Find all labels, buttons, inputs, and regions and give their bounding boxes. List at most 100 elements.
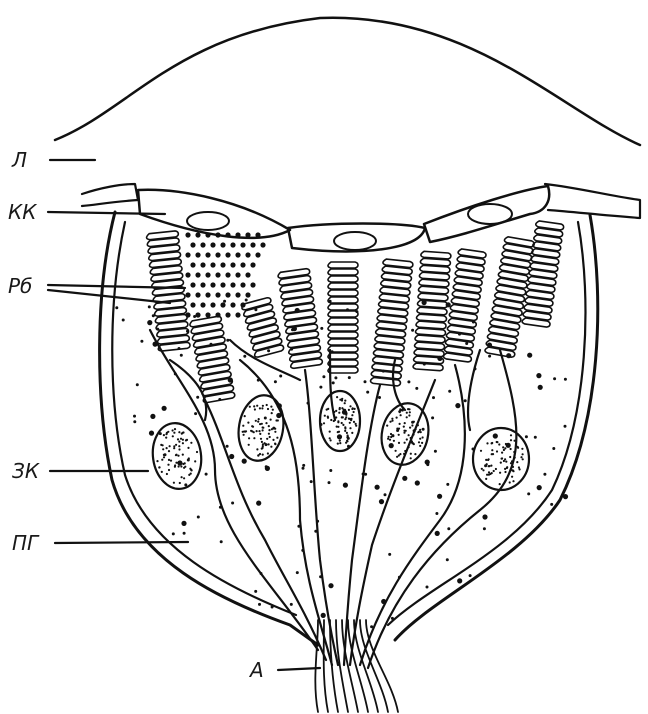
pigment-granule — [434, 450, 437, 453]
rhabdom-dot — [255, 252, 260, 257]
chromatin-dot — [486, 442, 488, 444]
rhabdom-dot — [225, 272, 230, 277]
chromatin-dot — [161, 459, 163, 461]
chromatin-dot — [172, 435, 174, 437]
pigment-granule — [321, 613, 326, 618]
chromatin-dot — [414, 430, 416, 432]
rhabdom-dot — [230, 282, 235, 287]
chromatin-dot — [414, 453, 416, 455]
chromatin-dot — [242, 425, 244, 427]
chromatin-dot — [399, 408, 401, 410]
pigment-granule — [290, 603, 293, 606]
rhabdom-dot — [205, 272, 210, 277]
chromatin-dot — [272, 409, 274, 411]
chromatin-dot — [259, 423, 261, 425]
chromatin-dot — [170, 460, 172, 462]
chromatin-dot — [173, 482, 175, 484]
rhabdom-dot — [185, 292, 190, 297]
pigment-granule — [220, 540, 223, 543]
rhabdom-dot — [225, 232, 230, 237]
pigment-granule — [465, 342, 468, 345]
chromatin-dot — [330, 419, 332, 421]
chromatin-dot — [349, 427, 351, 429]
chromatin-dot — [522, 453, 524, 455]
visual-cell-outline — [360, 365, 465, 665]
pigment-granule — [469, 574, 472, 577]
chromatin-dot — [505, 461, 507, 463]
pigment-granule — [178, 347, 181, 350]
chromatin-dot — [267, 452, 269, 454]
pigment-granule — [265, 466, 270, 471]
chromatin-dot — [348, 409, 350, 411]
pigment-granule — [314, 530, 317, 533]
chromatin-dot — [168, 469, 170, 471]
chromatin-dot — [403, 453, 405, 455]
chromatin-dot — [347, 434, 349, 436]
pigment-granule — [432, 396, 435, 399]
pigment-granule — [378, 396, 381, 399]
rhabdom-dot — [250, 242, 255, 247]
chromatin-dot — [337, 443, 339, 445]
visual-cell-outline — [368, 350, 516, 668]
chromatin-dot — [262, 447, 264, 449]
chromatin-dot — [173, 432, 175, 434]
pigment-granule — [364, 380, 367, 383]
chromatin-dot — [519, 468, 521, 470]
chromatin-dot — [179, 482, 181, 484]
chromatin-dot — [390, 436, 392, 438]
chromatin-dot — [491, 449, 493, 451]
chromatin-dot — [188, 457, 190, 459]
chromatin-dot — [248, 444, 250, 446]
chromatin-dot — [489, 473, 491, 475]
chromatin-dot — [163, 434, 165, 436]
rhabdom-dot — [185, 252, 190, 257]
pigment-granule — [446, 302, 451, 307]
chromatin-dot — [486, 463, 488, 465]
chromatin-dot — [389, 421, 391, 423]
pigment-granule — [320, 327, 323, 330]
chromatin-dot — [511, 460, 513, 462]
rhabdom-dot — [250, 282, 255, 287]
chromatin-dot — [188, 474, 190, 476]
chromatin-dot — [348, 418, 350, 420]
chromatin-dot — [482, 469, 484, 471]
pigment-granule — [264, 417, 267, 420]
pigment-granule — [186, 330, 189, 333]
pigment-granule — [152, 314, 155, 317]
chromatin-dot — [177, 455, 179, 457]
chromatin-dot — [258, 430, 260, 432]
pigment-granule — [564, 425, 567, 428]
microvilli-stack — [370, 259, 413, 386]
chromatin-dot — [498, 443, 500, 445]
chromatin-dot — [516, 461, 518, 463]
chromatin-dot — [259, 433, 261, 435]
chromatin-dot — [182, 442, 184, 444]
chromatin-dot — [349, 422, 351, 424]
rhabdom-dot — [260, 242, 265, 247]
pigment-granule — [177, 460, 182, 465]
rhabdom-dot — [205, 292, 210, 297]
chromatin-dot — [168, 459, 170, 461]
pigment-granule — [435, 512, 438, 515]
pigment-granule — [302, 464, 305, 467]
chromatin-dot — [191, 469, 193, 471]
pigment-granule — [355, 310, 358, 313]
chromatin-dot — [270, 406, 272, 408]
rhabdom-dot — [220, 242, 225, 247]
chromatin-dot — [174, 466, 176, 468]
chromatin-dot — [521, 448, 523, 450]
axon — [315, 620, 318, 712]
rhabdom-dot — [225, 292, 230, 297]
chromatin-dot — [355, 423, 357, 425]
chromatin-dot — [185, 439, 187, 441]
pigment-granule — [552, 447, 555, 450]
pigment-granule — [381, 599, 386, 604]
rhabdom-dot — [215, 232, 220, 237]
chromatin-dot — [178, 448, 180, 450]
pigment-granule — [457, 578, 462, 583]
chromatin-dot — [388, 436, 390, 438]
rhabdom-dot — [240, 242, 245, 247]
leader-line-rhabdomere — [48, 285, 185, 288]
chromatin-dot — [345, 442, 347, 444]
chromatin-dot — [257, 455, 259, 457]
